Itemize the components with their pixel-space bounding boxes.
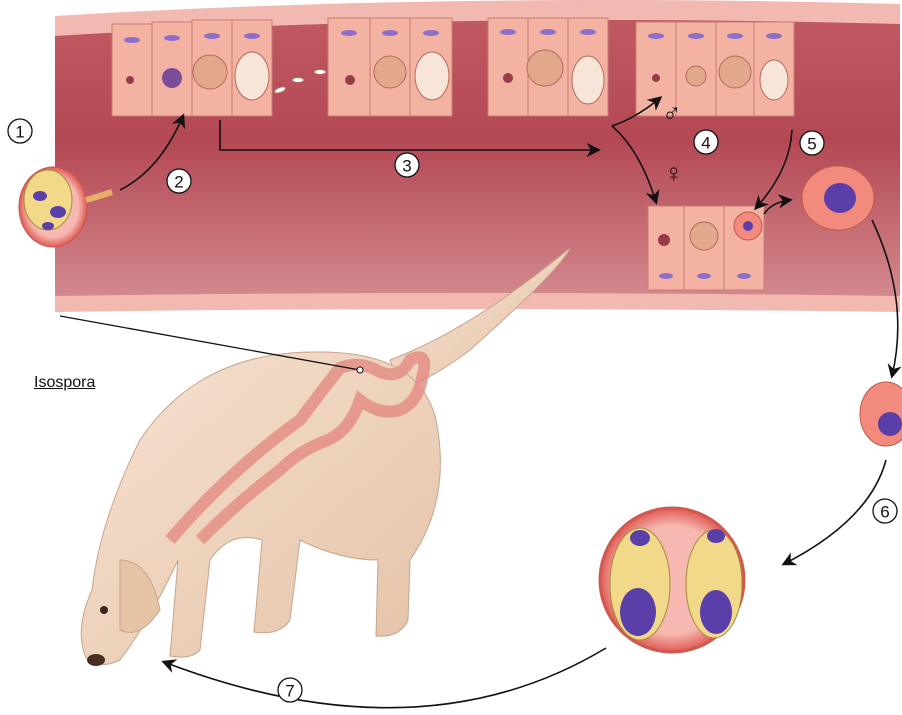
step-label-4: 4 <box>694 130 718 154</box>
sporulated-oocyst-small <box>19 167 87 247</box>
epithelial-cells-group-4 <box>636 22 794 116</box>
zygote-nucleus <box>743 221 753 231</box>
step-label-7: 7 <box>278 678 302 702</box>
dog-eye <box>100 606 108 614</box>
svg-text:7: 7 <box>285 682 294 701</box>
leader-dot <box>357 367 363 373</box>
dog-nose <box>87 654 105 666</box>
female-symbol: ♀ <box>664 158 684 188</box>
epithelial-cells-group-1 <box>112 20 272 116</box>
unsporulated-oocyst-2 <box>860 382 902 446</box>
dog-illustration <box>81 248 570 666</box>
male-symbol: ♂ <box>662 98 682 128</box>
svg-text:2: 2 <box>174 173 183 192</box>
diagram-title: Isospora <box>34 374 95 392</box>
epithelial-cells-group-3 <box>488 18 608 116</box>
leader-line <box>60 316 360 370</box>
arrow-step-7 <box>164 648 606 708</box>
step-label-1: 1 <box>8 119 32 143</box>
arrow-step-6 <box>784 460 886 564</box>
svg-text:4: 4 <box>701 134 710 153</box>
unsporulated-oocyst-1 <box>802 166 874 230</box>
step-label-3: 3 <box>395 153 419 177</box>
step-label-5: 5 <box>800 131 824 155</box>
svg-text:5: 5 <box>807 135 816 154</box>
sporulated-oocyst-large <box>600 508 744 652</box>
svg-text:6: 6 <box>880 503 889 522</box>
epithelial-cells-group-2 <box>328 18 452 116</box>
svg-text:3: 3 <box>402 157 411 176</box>
step-label-6: 6 <box>873 499 897 523</box>
step-label-2: 2 <box>167 169 191 193</box>
intestine-bottom-wall <box>55 293 900 312</box>
svg-text:1: 1 <box>15 123 24 142</box>
